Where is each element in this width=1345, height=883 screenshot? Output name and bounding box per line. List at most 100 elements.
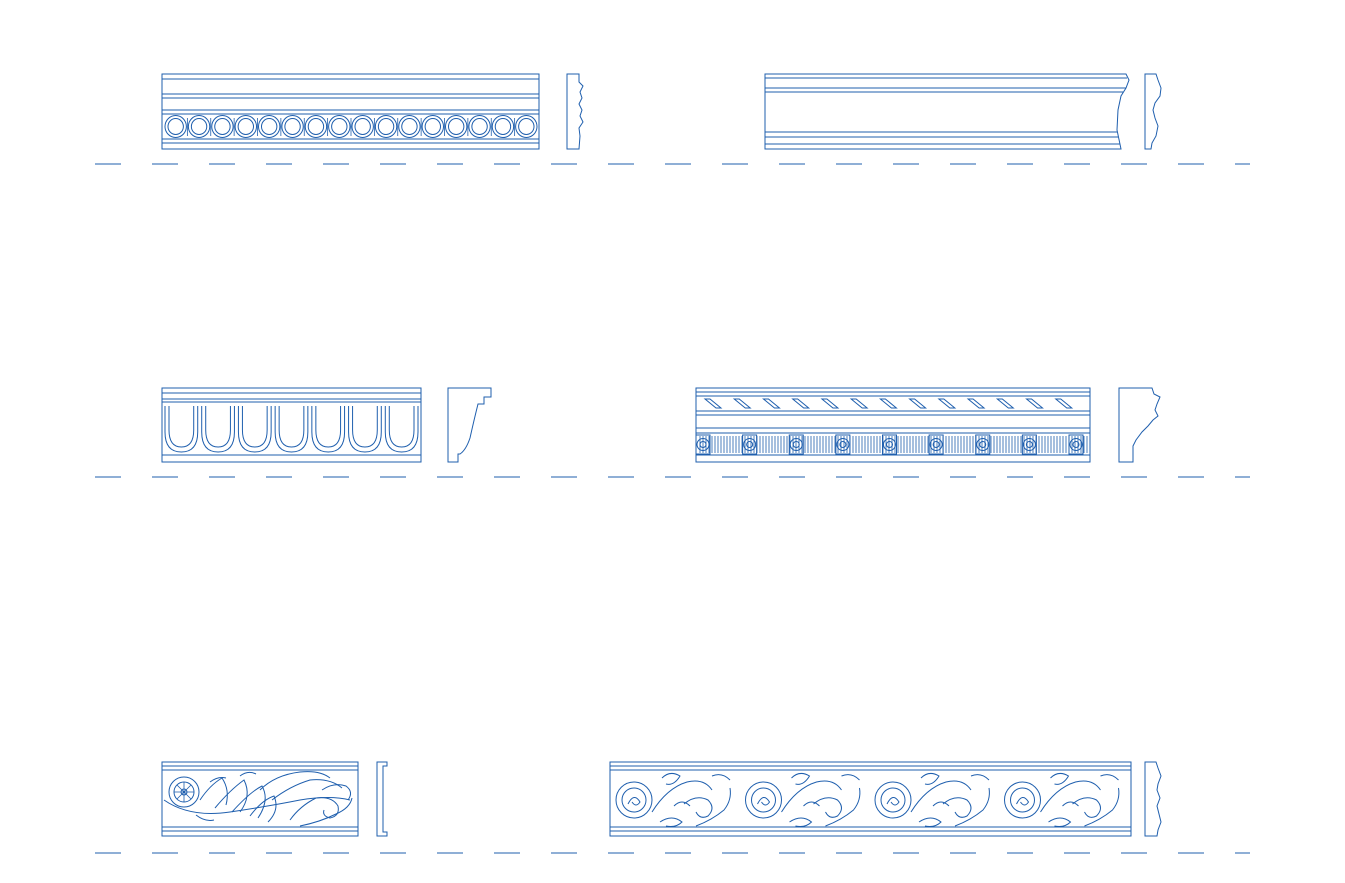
scroll-spiral-inner [1010,787,1035,813]
acanthus-tip [711,774,731,781]
rosette [976,438,990,451]
egg [468,115,491,138]
egg [304,115,328,138]
rosette [789,438,803,451]
scroll-eye [886,797,900,806]
rope-twist [937,398,957,409]
rosette-center [792,441,800,448]
acanthus-tip [970,774,990,781]
acanthus-leaf-scroll [163,771,353,827]
rope-and-rosette-molding [695,387,1091,463]
rosette [929,438,943,451]
egg [258,115,281,138]
egg [515,115,538,138]
egg-inner [205,406,231,448]
rope-twist [732,398,752,409]
acanthus-vein [803,801,820,807]
rope-twist [908,398,928,409]
rosette-panel [742,434,758,455]
egg-inner [377,118,395,135]
rosette-panel [835,434,851,455]
egg-inner [315,406,342,448]
acanthus-curl [813,797,842,818]
egg [328,115,351,138]
egg [234,115,257,138]
rosette-panel [1068,434,1084,455]
acanthus-frond [1084,787,1120,827]
plain-crown-profile [1144,73,1162,150]
rosette-center [979,441,987,448]
rope-twist [995,398,1015,409]
rosette [1069,438,1083,451]
egg-inner [307,118,325,135]
acanthus-frond [954,787,990,827]
egg-inner [168,406,195,448]
rosette-center [932,441,940,448]
egg-inner [190,118,208,135]
rope-twist [1054,398,1074,409]
egg-molding [161,387,422,463]
rope-twist [1025,398,1044,409]
acanthus-tip [1100,774,1119,781]
acanthus-leaf [791,772,811,785]
rosette-center [699,441,707,448]
egg [274,406,309,453]
egg-inner [261,118,278,135]
acanthus-frond [825,787,861,827]
rope-twist [878,398,898,409]
rope-twist [703,398,723,409]
egg-inner [494,118,512,135]
acanthus-long-profile [1144,761,1162,837]
rosette-panel [975,434,991,455]
egg-and-dart-profile [566,73,584,150]
egg [445,115,468,138]
egg [281,115,304,138]
scroll-eye [627,797,641,806]
rosette-panel [695,434,711,455]
scroll-spiral [615,781,653,819]
rosette [696,438,710,451]
scroll-eye [757,797,771,806]
acanthus-scroll-ornament [615,772,1120,827]
rope-twist [966,398,986,409]
acanthus-vein [1062,801,1079,807]
rosette-center [1025,441,1033,448]
acanthus-curl [683,797,713,818]
acanthus-curl [942,797,972,818]
acanthus-stem [1040,780,1101,813]
egg-inner [401,118,418,135]
rope-twist [762,398,781,409]
rope-twist [791,398,811,409]
rosette-center [1072,441,1080,448]
acanthus-scroll-frieze-long [609,761,1132,837]
acanthus-leaf [1050,772,1070,785]
scroll-spiral-inner [751,787,776,813]
acanthus-stem [651,780,713,813]
egg [384,406,419,453]
rosette [883,438,896,451]
rosette-medallion [168,776,200,808]
egg [164,406,199,453]
egg-inner [424,118,441,135]
rosette-ornament [695,434,1084,455]
egg-inner [214,118,231,135]
acanthus-scroll-frieze-short [161,761,359,837]
rosette [743,438,757,451]
rosette [1022,438,1036,451]
acanthus-vein [932,801,950,807]
egg-inner [278,406,305,448]
egg-inner [167,118,184,135]
acanthus-short-profile [376,761,388,837]
acanthus-leaf [661,772,681,785]
egg-and-dart-ornament [164,115,538,138]
egg-molding-profile [447,387,492,463]
plain-crown-molding [764,73,1130,150]
scroll-spiral [1004,781,1041,819]
acanthus-leaf [1048,817,1072,827]
rope-twist [820,398,840,409]
egg-and-dart-molding [161,73,540,150]
egg [421,115,444,138]
egg [374,115,398,138]
rope-twist [849,398,869,409]
egg-ornament [164,406,419,453]
